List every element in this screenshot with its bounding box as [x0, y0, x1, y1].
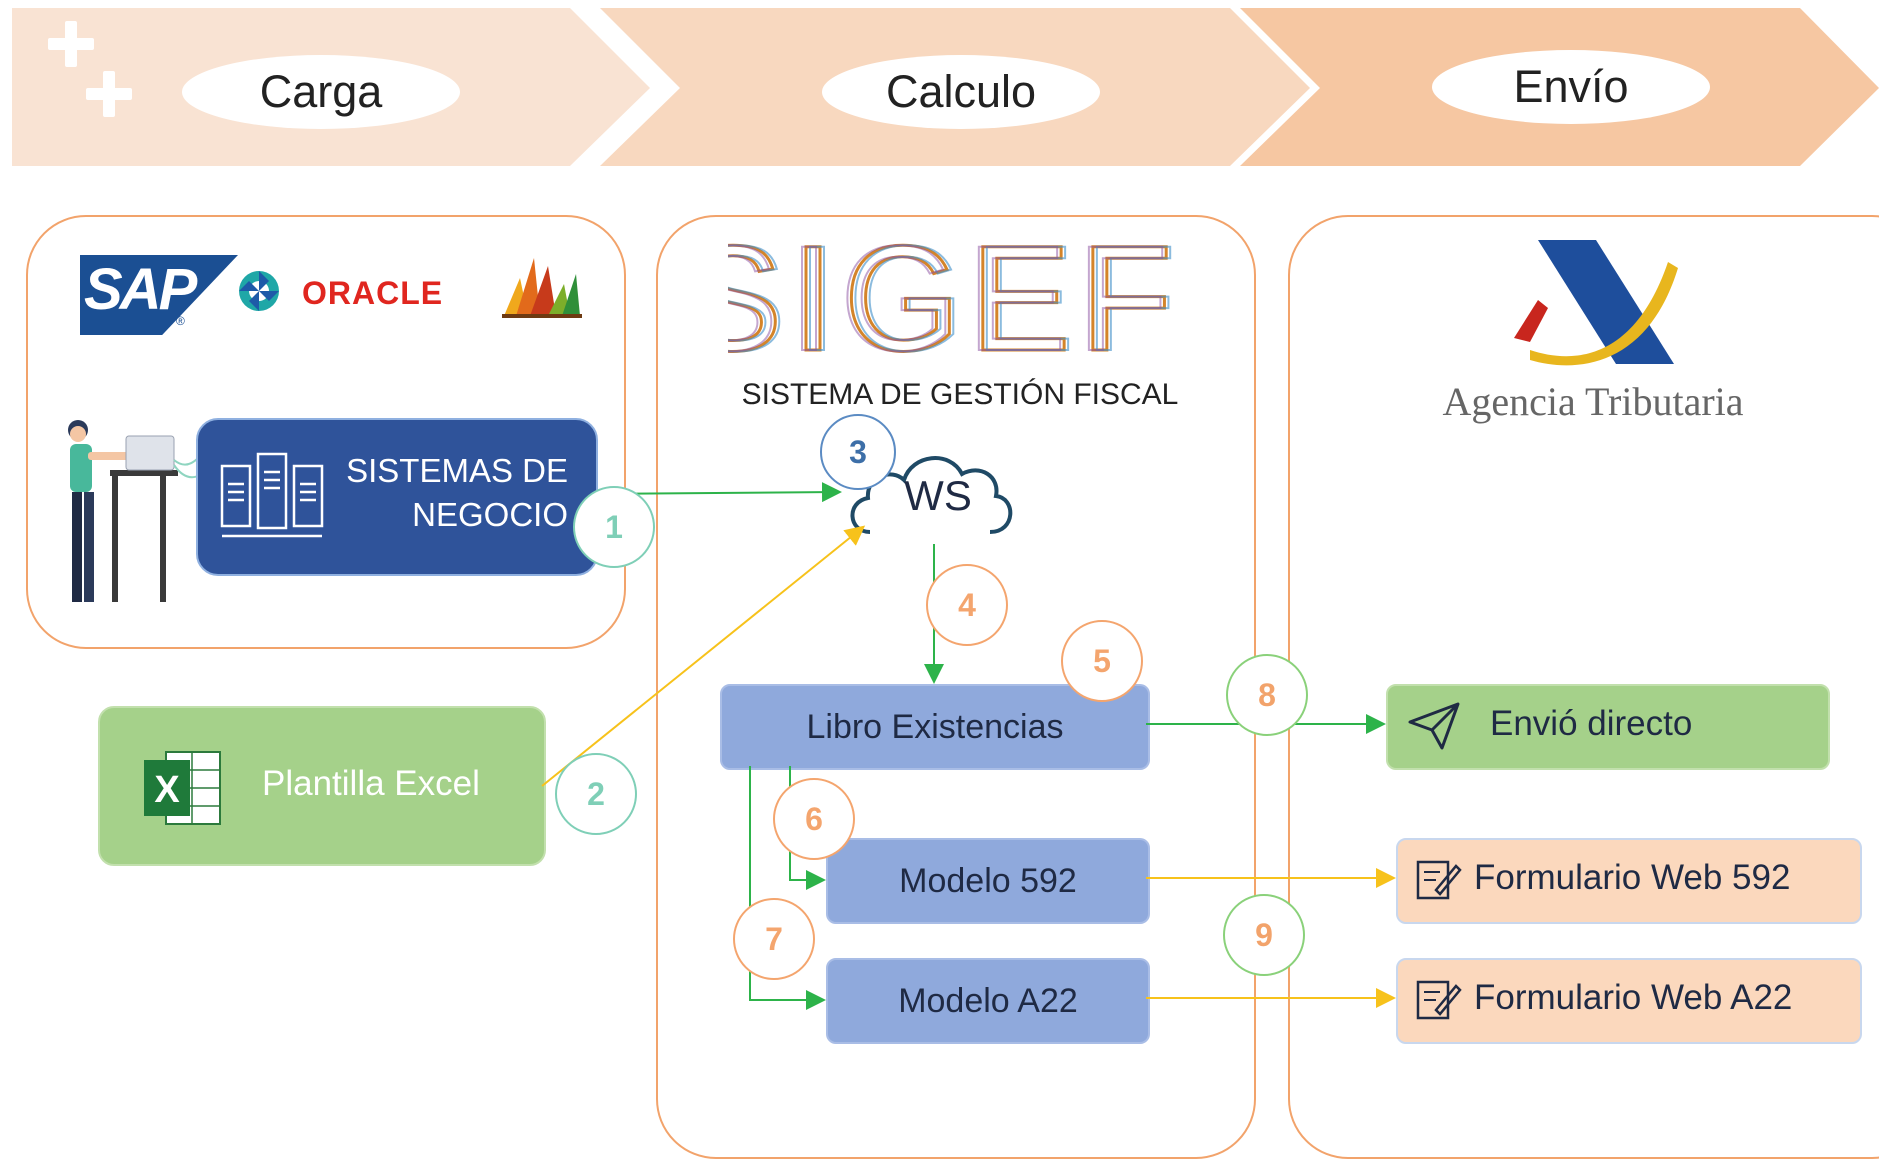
form-edit-icon: [1416, 980, 1462, 1020]
step-badge-8: 8: [1226, 654, 1308, 736]
modelo-592-box: Modelo 592: [826, 838, 1150, 924]
envio-directo-box: [1386, 684, 1830, 770]
step-badge-1: 1: [573, 486, 655, 568]
modelo-a22-box: Modelo A22: [826, 958, 1150, 1044]
navision-logo-icon: [502, 258, 582, 318]
sap-logo-text: SAP: [84, 257, 197, 322]
sistemas-negocio-label-2: NEGOCIO: [412, 496, 568, 533]
step-badge-5: 5: [1061, 620, 1143, 702]
agencia-tributaria-name: Agencia Tributaria: [1442, 379, 1744, 424]
plus-decor-icon: [48, 21, 132, 117]
sigefi-logo-text-echo: SIGEFI: [728, 238, 1188, 368]
stage-calculo-label: Calculo: [822, 55, 1100, 129]
form-edit-icon: [1416, 860, 1462, 900]
oracle-logo: ORACLE: [302, 275, 444, 311]
stage-carga-label: Carga: [182, 55, 460, 129]
step-badge-6: 6: [773, 778, 855, 860]
sistemas-negocio-label-1: SISTEMAS DE: [346, 452, 568, 489]
person-laptop-icon: [68, 420, 254, 602]
formulario-web-a22-box: [1396, 958, 1862, 1044]
plantilla-excel-label: Plantilla Excel: [262, 764, 480, 803]
stage-envio-label: Envío: [1432, 50, 1710, 124]
step-badge-2: 2: [555, 753, 637, 835]
carga-panel: [26, 215, 626, 649]
step-badge-7: 7: [733, 898, 815, 980]
agencia-logo-icon: [1514, 240, 1678, 366]
envio-directo-label: Envió directo: [1490, 704, 1693, 743]
step-badge-4: 4: [926, 564, 1008, 646]
sigefi-logo-text-shadow: SIGEFI: [728, 238, 1188, 368]
formulario-web-a22-label: Formulario Web A22: [1474, 978, 1793, 1017]
paper-plane-icon: [1408, 702, 1460, 750]
sigefi-logo: SIGEFI SIGEFI SIGEFI: [728, 238, 1188, 368]
sigefi-logo-text: SIGEFI: [728, 238, 1188, 368]
sap-registered-mark: ®: [176, 314, 185, 328]
dynamics-logo-icon: [239, 271, 279, 311]
step-badge-9: 9: [1223, 894, 1305, 976]
formulario-web-592-label: Formulario Web 592: [1474, 858, 1791, 897]
cloud-icon: [850, 456, 1013, 534]
server-icon: [220, 452, 324, 538]
sigefi-subtitle: SISTEMA DE GESTIÓN FISCAL: [741, 378, 1179, 411]
sistemas-negocio-box: [196, 418, 598, 576]
step-badge-3: 3: [820, 414, 896, 490]
excel-icon: X: [144, 751, 221, 825]
ws-label: WS: [904, 472, 972, 519]
svg-text:X: X: [154, 769, 180, 811]
formulario-web-592-box: [1396, 838, 1862, 924]
